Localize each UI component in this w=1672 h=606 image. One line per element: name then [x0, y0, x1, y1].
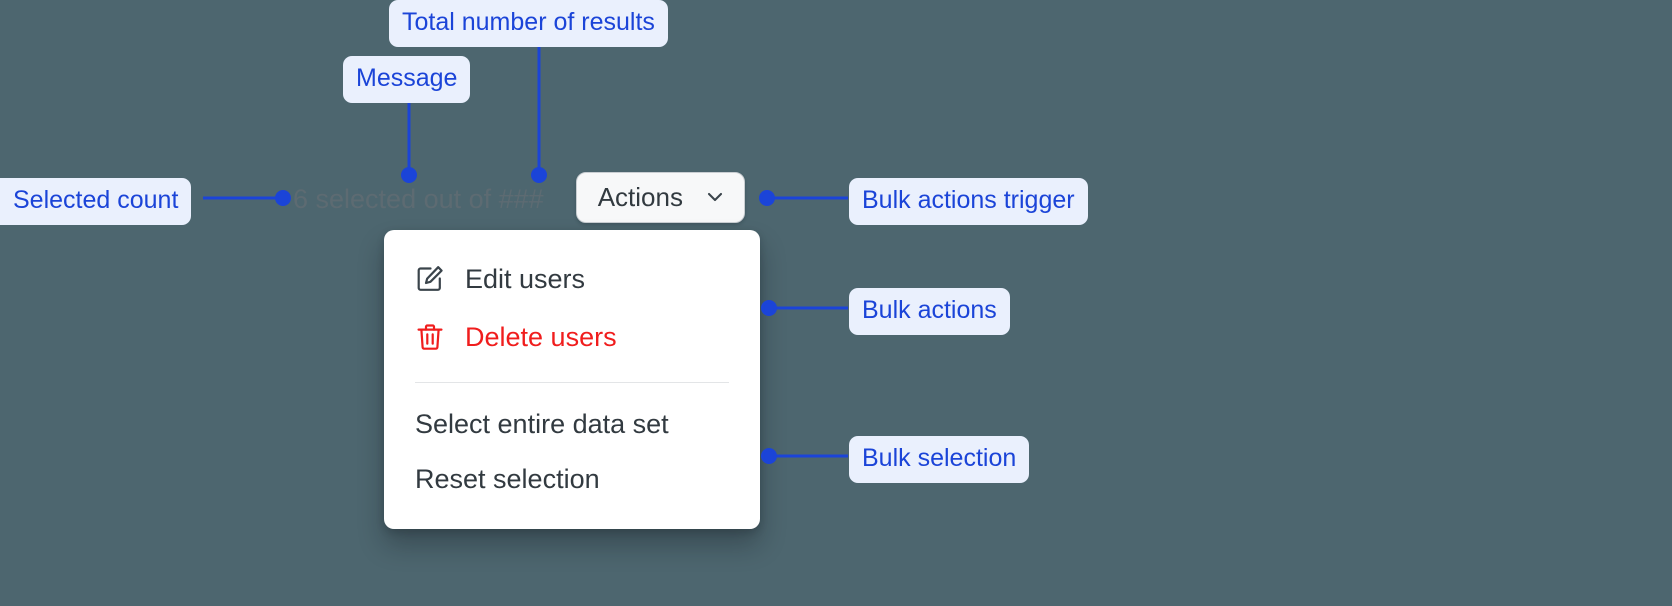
menu-item-label: Select entire data set: [415, 409, 669, 439]
menu-item-select-entire-data-set[interactable]: Select entire data set: [384, 397, 760, 452]
connector-dot-bulk-actions: [761, 300, 777, 316]
annotation-bulk-selection: Bulk selection: [849, 436, 1030, 483]
actions-button-label: Actions: [597, 182, 683, 212]
annotation-message: Message: [343, 56, 471, 103]
annotation-bulk-actions: Bulk actions: [849, 288, 1010, 335]
bulk-actions-bar: 6 selected out of ### Actions: [293, 172, 745, 223]
menu-item-reset-selection[interactable]: Reset selection: [384, 452, 760, 507]
annotation-bulk-actions-trigger: Bulk actions trigger: [849, 178, 1088, 225]
menu-item-label: Edit users: [465, 263, 586, 294]
selection-message: 6 selected out of ###: [293, 183, 544, 214]
menu-item-label: Reset selection: [415, 464, 600, 494]
bulk-actions-trigger-button[interactable]: Actions: [575, 172, 745, 223]
bulk-actions-menu: Edit users Delete users Select entire da…: [384, 230, 760, 529]
annotation-total-number-of-results: Total number of results: [389, 0, 668, 47]
edit-pencil-icon: [415, 264, 445, 294]
menu-item-edit-users[interactable]: Edit users: [384, 250, 760, 308]
menu-item-label: Delete users: [465, 321, 617, 352]
trash-icon: [415, 322, 445, 352]
menu-item-delete-users[interactable]: Delete users: [384, 308, 760, 366]
annotation-selected-count: Selected count: [0, 178, 192, 225]
chevron-down-icon: [705, 187, 725, 207]
connector-dot-selected-count: [275, 190, 291, 206]
menu-divider: [415, 382, 729, 383]
connector-dot-bulk-actions-trigger: [759, 190, 775, 206]
connector-dot-bulk-selection: [761, 448, 777, 464]
